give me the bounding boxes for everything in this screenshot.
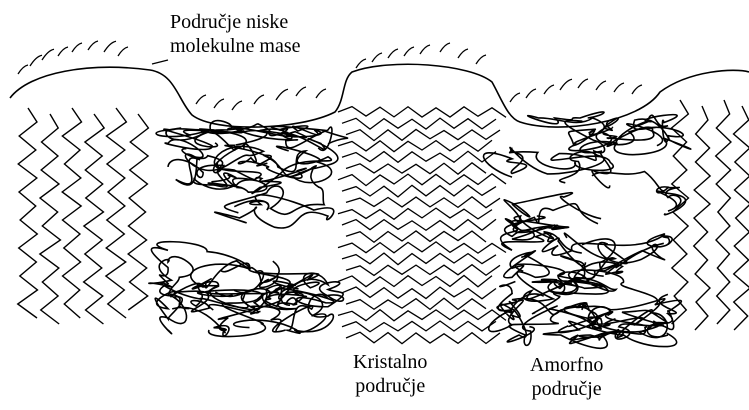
surface-tick [276,89,288,100]
surface-tick [316,89,326,98]
zigzag-region-left [18,108,149,324]
crystal-chain [346,129,500,140]
crystal-chain [338,276,492,287]
crystal-chain [342,185,496,197]
surface-tick [578,79,588,88]
crystal-chain [338,140,492,151]
label-crystalline-line2: područje [353,374,427,398]
surface-tick [88,41,98,50]
leader-line [152,60,168,64]
zigzag-chain [694,106,710,330]
crystal-chain [342,287,496,299]
surface-tick [476,55,486,64]
surface-tick [30,55,42,66]
label-leader-line [152,60,168,64]
crystal-chain [342,321,496,332]
surface-line [10,64,749,127]
crystal-chain [346,265,500,276]
crystal-chain [342,151,496,162]
surface-tick [214,99,224,108]
zigzag-chain [18,108,38,318]
crystal-chain [346,231,486,242]
surface-outline [10,64,749,127]
crystal-chain [342,118,496,129]
zigzag-chain [106,108,126,318]
surface-tick [510,93,520,102]
surface-tick [388,49,398,58]
surface-tick [458,49,468,58]
label-low-molecular-mass: Područje niske molekulne mase [170,10,301,58]
crystal-chain [338,242,506,253]
label-amorphous-line1: Amorfno [530,353,603,377]
surface-tick [118,47,128,56]
surface-tick [372,53,382,62]
surface-tick [526,89,536,98]
label-crystalline-line1: Kristalno [353,350,427,374]
surface-tick [232,101,242,110]
surface-tick [254,95,264,104]
surface-tick [18,65,28,74]
crystal-chain [346,163,486,174]
surface-ticks [18,41,642,110]
crystal-chain [338,208,492,219]
surface-tick [296,87,306,96]
surface-tick [196,95,206,104]
coil-chain [510,120,614,170]
surface-tick [614,83,624,92]
surface-tick [58,47,68,56]
zigzag-chain [128,114,148,310]
crystal-chain [346,197,500,208]
coil-region-low-mass [149,121,348,337]
surface-tick [404,47,414,56]
label-low-mass-line2: molekulne mase [170,34,301,58]
surface-tick [544,85,554,94]
coil-chain [592,172,686,215]
surface-tick [560,79,572,90]
label-low-mass-line1: Područje niske [170,10,301,34]
zigzag-region-crystalline [338,107,506,344]
crystal-chain [338,174,506,186]
zigzag-chain [62,108,81,318]
zigzag-chain [716,100,731,324]
surface-tick [440,43,450,52]
surface-tick [356,59,366,68]
surface-tick [42,49,54,60]
surface-tick [632,85,642,94]
crystal-chain [342,219,496,230]
label-crystalline-region: Kristalno područje [353,350,427,398]
surface-tick [104,41,116,52]
zigzag-chain [84,114,105,324]
surface-tick [72,43,82,52]
crystal-chain [338,107,506,118]
coil-region-amorphous [484,112,691,348]
crystal-chain [346,332,500,343]
label-amorphous-line2: područje [530,377,603,401]
zigzag-chain [734,106,749,330]
crystal-chain [346,298,486,309]
crystal-chain [342,253,496,265]
zigzag-chain [40,114,61,324]
crystal-chain [338,310,506,321]
label-amorphous-region: Amorfno područje [530,353,603,401]
surface-tick [420,45,430,54]
surface-tick [596,81,606,90]
